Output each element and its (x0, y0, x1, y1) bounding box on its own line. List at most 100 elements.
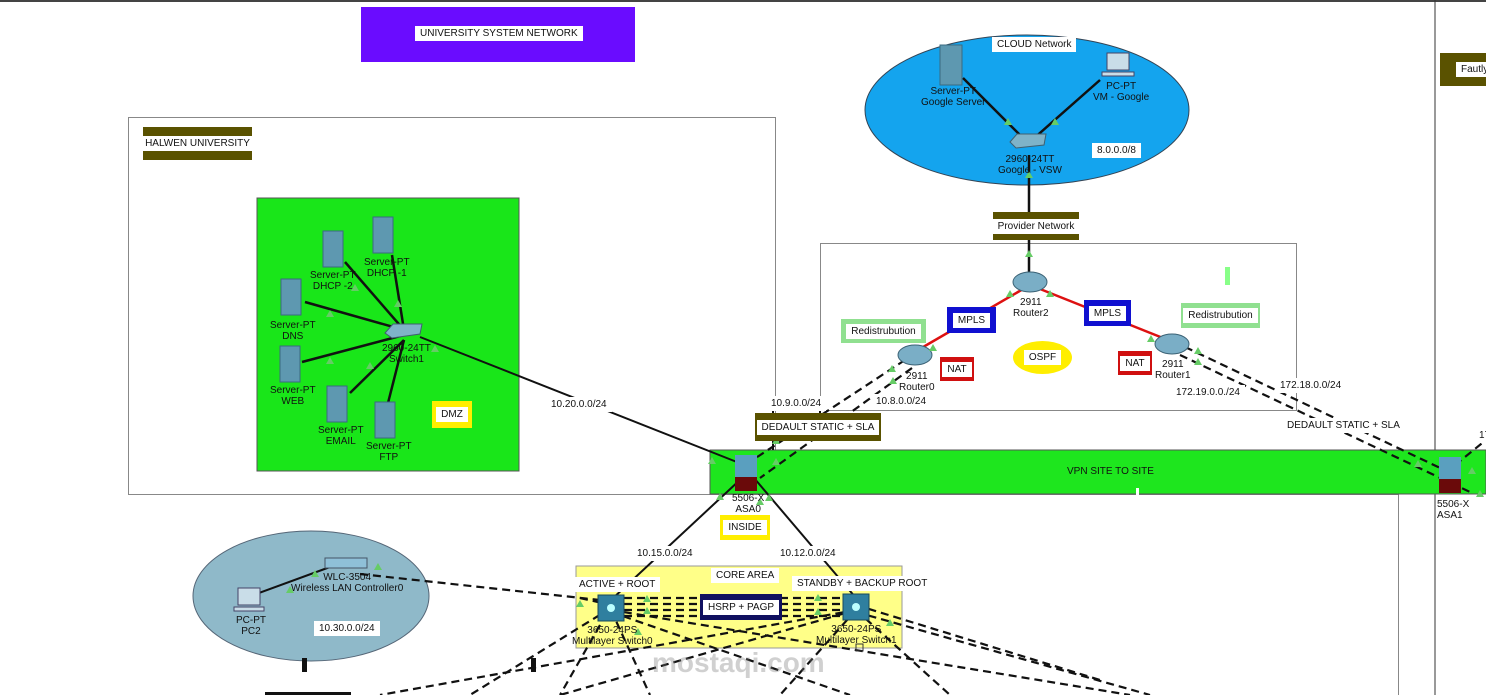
device-text: WLC-3504 (323, 572, 372, 583)
device-text: Google - VSW (998, 165, 1062, 176)
mpls-right-label: MPLS (1084, 300, 1131, 326)
cloud-subnet: 8.0.0.0/8 (1092, 143, 1141, 158)
device-text: Router1 (1155, 370, 1191, 381)
subnet-label: 10.8.0.0/24 (871, 394, 932, 409)
subnet-label: 10.20.0.0/24 (546, 397, 612, 412)
device-text: Server-PT (318, 425, 364, 436)
device-text: 2960-24TT (1005, 154, 1055, 165)
dmz-links (301, 254, 406, 404)
pc-icons[interactable] (233, 52, 1135, 612)
wireless-area[interactable] (192, 530, 430, 662)
watermark: mostaqi.com (652, 647, 825, 678)
provider-label: Provider Network (992, 212, 1080, 240)
device-text: 5506-X (1437, 499, 1470, 510)
device-text: Wireless LAN Controller0 (291, 583, 404, 594)
active-root-label: ACTIVE + ROOT (574, 577, 661, 592)
nat-right-label: NAT (1118, 351, 1152, 375)
device-text: 2911 (1162, 359, 1184, 370)
device-text: ASA0 (735, 504, 761, 515)
faulty-label: Fautly (1440, 53, 1486, 86)
device-text: Multilayer Switch1 (816, 635, 897, 646)
device-text: DHCP -2 (312, 281, 353, 292)
device-text: Google Server (921, 97, 986, 108)
redistribution-left-label: Redistrubution (841, 319, 926, 343)
marker (531, 658, 536, 672)
device-text: 2911 (906, 371, 928, 382)
marker (1136, 488, 1139, 496)
device-text: 2911 (1020, 297, 1042, 308)
device-text: Server-PT (930, 86, 977, 97)
marker (265, 692, 351, 695)
marker (302, 658, 307, 672)
marker (855, 643, 864, 652)
device-text: Router2 (1013, 308, 1049, 319)
inside-label: INSIDE (720, 515, 770, 540)
multilayer-switch-glyphs (607, 603, 860, 612)
switch-icons[interactable] (384, 133, 1047, 339)
router-icons[interactable] (897, 271, 1190, 366)
vpn-bar[interactable] (709, 449, 1486, 495)
default-static-left-label: DEDAULT STATIC + SLA (755, 413, 881, 441)
device-text: PC-PT (236, 615, 266, 626)
device-text: VM - Google (1093, 92, 1150, 103)
nat-left-label: NAT (940, 357, 974, 381)
core-area-label: CORE AREA (711, 568, 780, 583)
wireless-subnet: 10.30.0.0/24 (314, 621, 380, 636)
device-text: ASA1 (1437, 510, 1463, 521)
device-text: Server-PT (270, 385, 316, 396)
device-text: FTP (379, 452, 399, 463)
subnet-label: 172.18.0.0/24 (1275, 378, 1347, 393)
halwen-label: HALWEN UNIVERSITY (140, 127, 255, 160)
wlc-icon[interactable] (324, 557, 368, 569)
device-text: Server-PT (310, 270, 356, 281)
device-text: PC-PT (1106, 81, 1137, 92)
asa-icons[interactable] (735, 455, 1461, 493)
device-text: Server-PT (270, 320, 316, 331)
subnet-label: 10.12.0.0/24 (775, 546, 841, 561)
device-text: WEB (281, 396, 305, 407)
page-title: UNIVERSITY SYSTEM NETWORK (415, 26, 583, 41)
redistribution-right-label: Redistrubution (1181, 303, 1260, 328)
subnet-label: 10.9.0.0/24 (766, 396, 827, 411)
subnet-label: 10.15.0.0/24 (632, 546, 698, 561)
cloud-label: CLOUD Network (992, 37, 1077, 52)
server-icons[interactable] (279, 44, 963, 439)
link-lights (286, 118, 1484, 635)
subnet-label: 172.19.0.0./24 (1171, 385, 1245, 400)
device-text: EMAIL (325, 436, 356, 447)
device-text: Switch1 (388, 354, 424, 365)
device-text: 3650-24PS (831, 624, 882, 635)
marker (1225, 267, 1230, 285)
device-text: Multilayer Switch0 (572, 636, 653, 647)
device-text: 5506-X (732, 493, 765, 504)
provider-area[interactable] (820, 243, 1297, 411)
default-static-right-label: DEDAULT STATIC + SLA (1282, 418, 1405, 433)
device-text: PC2 (241, 626, 261, 637)
device-text: Server-PT (364, 257, 410, 268)
vpn-label: VPN SITE TO SITE (1067, 466, 1154, 477)
device-text: 2960-24TT (382, 343, 431, 354)
device-text: Router0 (899, 382, 935, 393)
device-text: DHCP -1 (366, 268, 407, 279)
